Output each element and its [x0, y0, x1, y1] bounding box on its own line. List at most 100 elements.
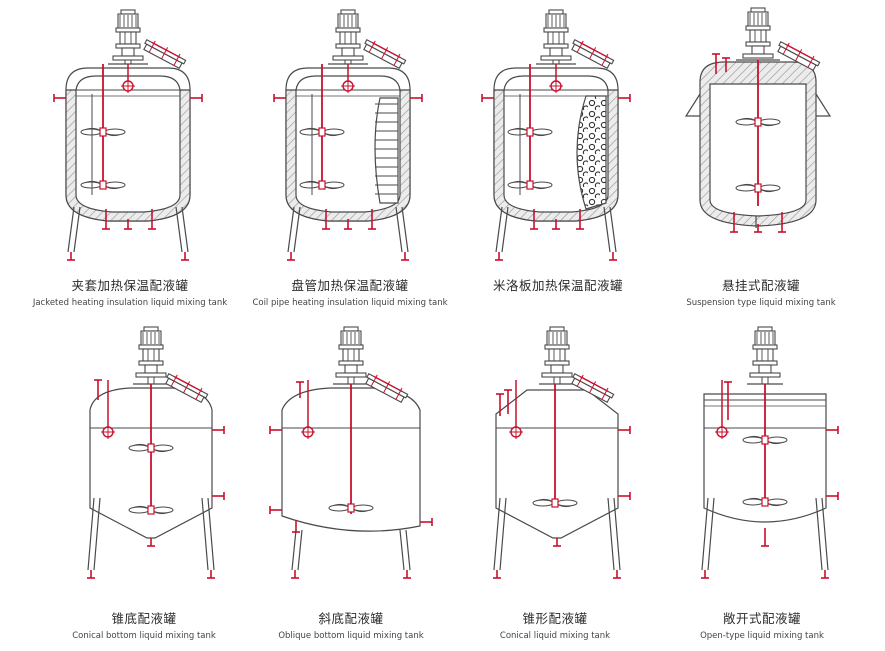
impeller-blade: [742, 436, 764, 444]
impeller-hub: [347, 503, 355, 513]
support-leg: [395, 206, 403, 253]
support-leg: [613, 497, 621, 571]
impeller-hub: [99, 127, 107, 137]
impeller-blade: [507, 128, 529, 136]
manhole-icon: [363, 38, 407, 70]
tank-suspension: [684, 7, 832, 233]
caption-en: Jacketed heating insulation liquid mixin…: [32, 298, 228, 308]
support-leg: [175, 206, 183, 253]
caption-suspension: 悬挂式配液罐 Suspension type liquid mixing tan…: [661, 278, 861, 309]
impeller-blade: [328, 504, 350, 512]
impeller-hub: [761, 497, 769, 507]
support-leg: [607, 497, 615, 571]
caption-conical-bottom: 锥底配液罐 Conical bottom liquid mixing tank: [44, 611, 244, 642]
caption-en: Conical liquid mixing tank: [499, 631, 611, 641]
caption-zh: 盘管加热保温配液罐: [291, 278, 409, 293]
caption-en: Suspension type liquid mixing tank: [686, 298, 836, 308]
tank-open: [701, 326, 839, 579]
caption-zh: 悬挂式配液罐: [721, 278, 800, 293]
tank-oblique-bottom: [269, 326, 433, 579]
impeller-blade: [128, 506, 150, 514]
support-leg: [707, 497, 715, 571]
motor-icon: [335, 326, 367, 378]
impeller-hub: [551, 498, 559, 508]
support-leg: [67, 206, 75, 253]
caption-en: Conical bottom liquid mixing tank: [72, 631, 216, 641]
caption-zh: 敞开式配液罐: [722, 611, 801, 626]
suspension-lug: [815, 93, 832, 117]
caption-miller: 米洛板加热保温配液罐: [458, 278, 658, 297]
support-leg: [405, 529, 411, 571]
motor-icon: [541, 326, 573, 378]
caption-zh: 锥形配液罐: [522, 611, 588, 626]
caption-zh: 米洛板加热保温配液罐: [492, 278, 623, 293]
impeller-blade: [531, 181, 553, 189]
support-leg: [815, 497, 823, 571]
impeller-blade: [759, 118, 781, 126]
caption-zh: 夹套加热保温配液罐: [71, 278, 189, 293]
impeller-hub: [761, 435, 769, 445]
impeller-blade: [556, 499, 578, 507]
impeller-blade: [323, 181, 345, 189]
impeller-hub: [754, 117, 762, 127]
impeller-hub: [754, 183, 762, 193]
impeller-blade: [104, 181, 126, 189]
support-leg: [181, 206, 189, 253]
support-leg: [609, 206, 617, 253]
impeller-blade: [152, 444, 174, 452]
impeller-blade: [299, 181, 321, 189]
caption-en: Coil pipe heating insulation liquid mixi…: [252, 298, 448, 308]
impeller-blade: [532, 499, 554, 507]
motor-icon: [749, 326, 781, 378]
impeller-blade: [104, 128, 126, 136]
support-leg: [291, 529, 297, 571]
impeller-blade: [766, 498, 788, 506]
coil-outline: [374, 97, 399, 204]
tank-miller: [481, 9, 631, 261]
impeller-blade: [735, 184, 757, 192]
impeller-hub: [318, 180, 326, 190]
motor-icon: [332, 9, 364, 61]
support-leg: [493, 497, 501, 571]
impeller-hub: [147, 443, 155, 453]
manhole-icon: [365, 372, 409, 404]
manhole-icon: [143, 38, 187, 70]
motor-icon: [742, 7, 774, 59]
motor-icon: [135, 326, 167, 378]
impeller-blade: [323, 128, 345, 136]
suspension-lug: [684, 93, 701, 117]
impeller-blade: [128, 444, 150, 452]
caption-jacketed: 夹套加热保温配液罐 Jacketed heating insulation li…: [30, 278, 230, 309]
manhole-icon: [777, 40, 821, 72]
dimple-plate: [576, 95, 607, 210]
support-leg: [495, 206, 503, 253]
caption-open: 敞开式配液罐 Open-type liquid mixing tank: [662, 611, 862, 642]
motor-icon: [540, 9, 572, 61]
support-leg: [93, 497, 101, 571]
impeller-blade: [735, 118, 757, 126]
caption-conical: 锥形配液罐 Conical liquid mixing tank: [455, 611, 655, 642]
impeller-blade: [742, 498, 764, 506]
impeller-hub: [318, 127, 326, 137]
impeller-hub: [526, 180, 534, 190]
support-leg: [401, 206, 409, 253]
impeller-blade: [80, 128, 102, 136]
impeller-hub: [526, 127, 534, 137]
support-leg: [603, 206, 611, 253]
impeller-blade: [507, 181, 529, 189]
support-leg: [701, 497, 709, 571]
support-leg: [207, 497, 215, 571]
caption-oblique-bottom: 斜底配液罐 Oblique bottom liquid mixing tank: [251, 611, 451, 642]
motor-icon: [112, 9, 144, 61]
impeller-blade: [80, 181, 102, 189]
support-leg: [87, 497, 95, 571]
support-leg: [73, 206, 81, 253]
tank-conical-bottom: [87, 326, 225, 579]
caption-en: Open-type liquid mixing tank: [700, 631, 824, 641]
support-leg: [201, 497, 209, 571]
impeller-hub: [147, 505, 155, 515]
support-leg: [501, 206, 509, 253]
support-leg: [499, 497, 507, 571]
caption-zh: 锥底配液罐: [111, 611, 177, 626]
